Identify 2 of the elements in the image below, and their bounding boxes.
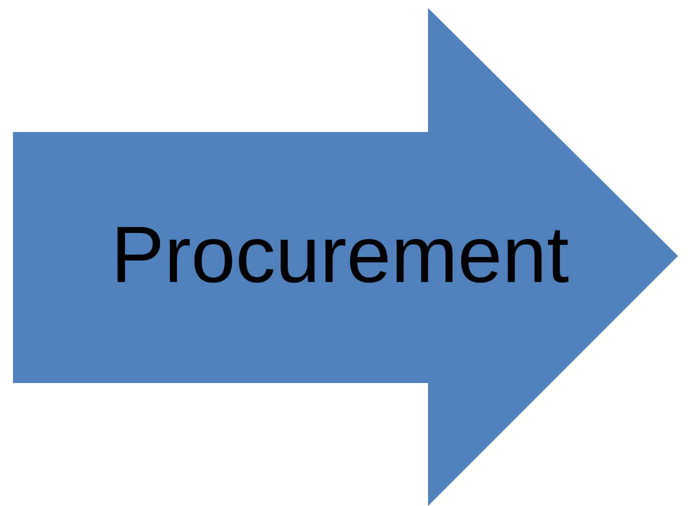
- block-arrow: [13, 8, 678, 506]
- arrow-label: Procurement: [111, 215, 569, 295]
